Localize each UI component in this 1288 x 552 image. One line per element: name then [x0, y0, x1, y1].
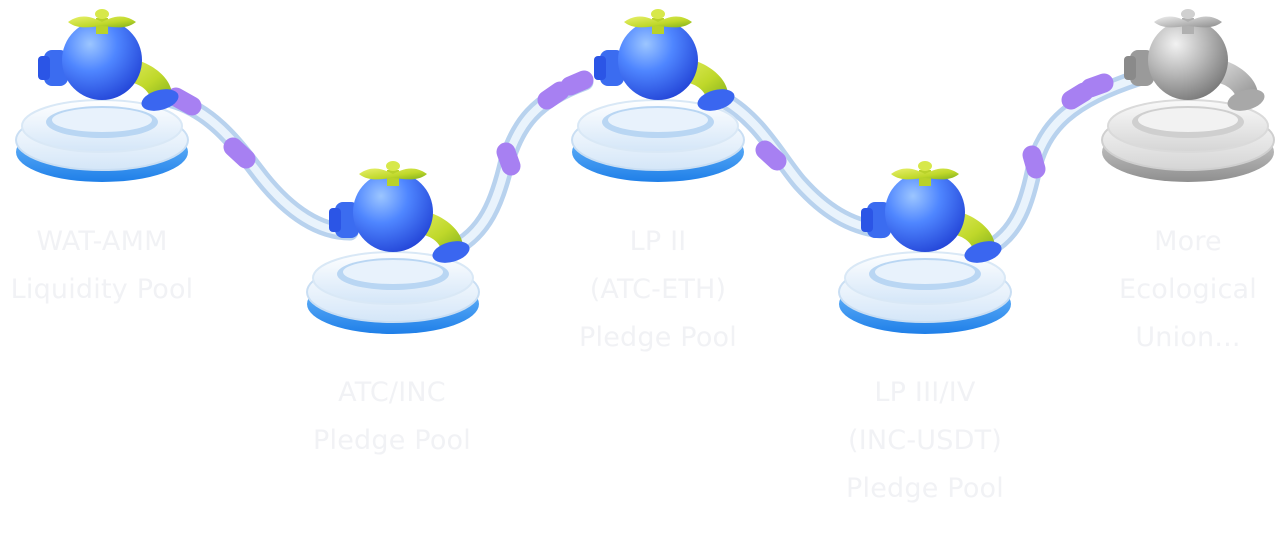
pool-station-lp-ii [571, 9, 745, 182]
label-line: Liquidity Pool [10, 274, 194, 305]
label-line: (INC-USDT) [847, 425, 1002, 456]
station-label-atc-inc: ATC/INC Pledge Pool [272, 369, 512, 465]
pool-station-lp-iii-iv [838, 161, 1012, 334]
faucet-icon [594, 9, 735, 111]
label-line: WAT-AMM [36, 226, 168, 257]
label-line: More [1154, 226, 1222, 257]
pool-rings [1101, 99, 1275, 182]
pipe-2 [441, 70, 594, 259]
pool-rings [306, 251, 480, 334]
station-label-more: More Ecological Union... [1068, 218, 1288, 362]
pipe-1 [163, 87, 359, 241]
pipe-3 [715, 91, 889, 239]
faucet-icon [1124, 9, 1265, 111]
label-line: LP III/IV [874, 377, 976, 408]
station-label-wat-amm: WAT-AMM Liquidity Pool [0, 218, 222, 314]
label-line: Pledge Pool [846, 473, 1004, 504]
station-label-lp-iii-iv: LP III/IV (INC-USDT) Pledge Pool [805, 369, 1045, 513]
faucet-icon [38, 9, 179, 111]
faucet-icon [861, 161, 1002, 263]
label-line: Ecological [1119, 274, 1257, 305]
label-line: Pledge Pool [579, 322, 737, 353]
pool-station-wat-amm [15, 9, 189, 182]
label-line: ATC/INC [338, 377, 446, 408]
label-line: LP II [629, 226, 687, 257]
connection-pipes [163, 69, 1147, 259]
pool-rings [838, 251, 1012, 334]
label-line: Union... [1135, 322, 1241, 353]
pipe-4 [976, 69, 1147, 259]
pool-station-atc-inc [306, 161, 480, 334]
station-label-lp-ii: LP II (ATC-ETH) Pledge Pool [538, 218, 778, 362]
label-line: (ATC-ETH) [589, 274, 727, 305]
label-line: Pledge Pool [313, 425, 471, 456]
faucet-icon [329, 161, 470, 263]
pool-rings [571, 99, 745, 182]
pool-station-more [1101, 9, 1275, 182]
pool-rings [15, 99, 189, 182]
